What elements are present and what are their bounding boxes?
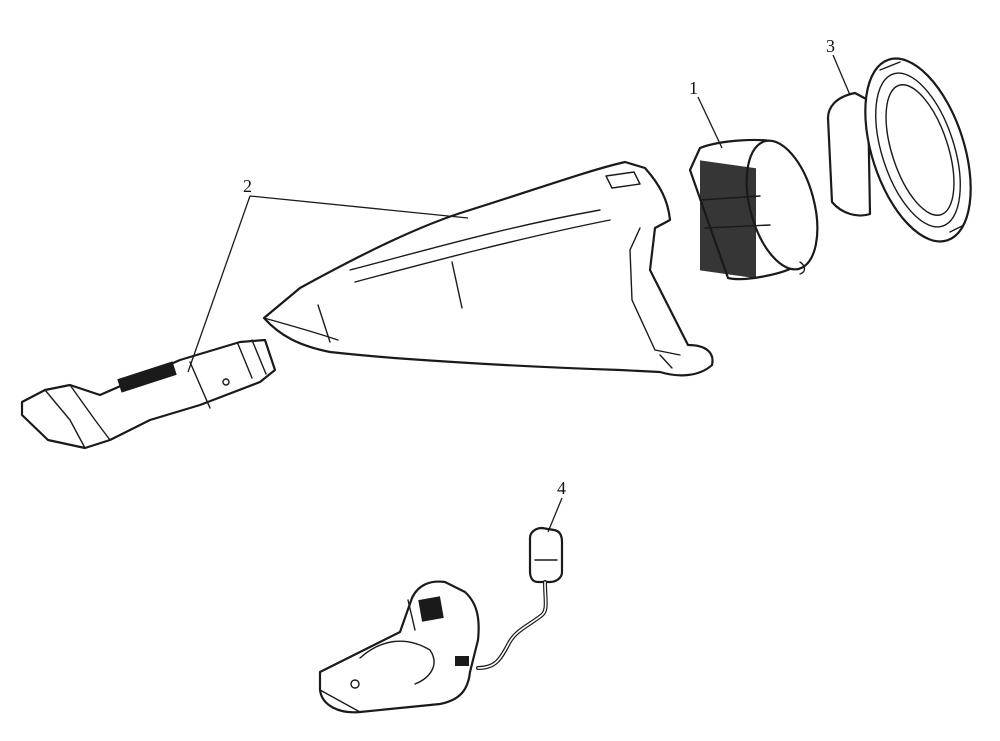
power-adapter [476,526,564,670]
callout-3: 3 [826,36,835,56]
callout-4: 4 [557,478,566,498]
leader-lines [187,54,851,533]
callout-2: 2 [243,176,252,196]
vacuum-main-body [262,160,714,377]
charging-dock [318,580,480,714]
dust-bowl-ring [826,57,972,243]
filter-cartridge [688,138,819,281]
battery-handle [20,338,277,450]
callout-1: 1 [689,78,698,98]
